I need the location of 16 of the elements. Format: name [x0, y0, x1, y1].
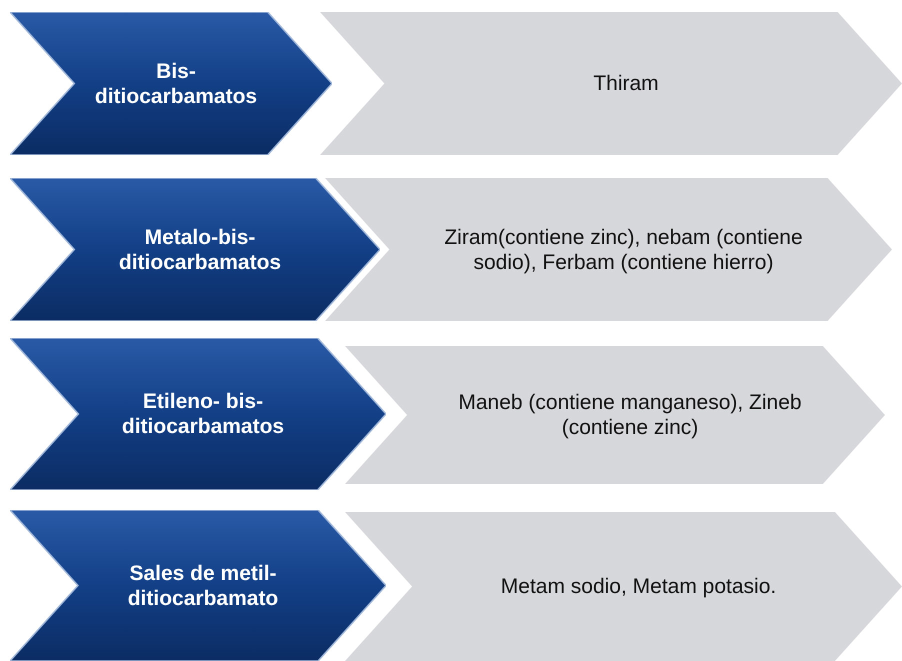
category-banner [10, 178, 380, 321]
category-label: Etileno- bis- ditiocarbamatos [120, 389, 286, 439]
examples-text: Thiram [593, 71, 659, 96]
category-label: Bis- ditiocarbamatos [94, 58, 258, 108]
examples-banner [320, 12, 902, 155]
category-label: Metalo-bis- ditiocarbamatos [118, 224, 282, 274]
examples-text: Maneb (contiene manganeso), Zineb (contiene zinc) [457, 390, 803, 440]
examples-text: Ziram(contiene zinc), nebam (contiene sodio), Ferbam (contiene hierro) [443, 224, 804, 274]
category-banner [10, 338, 386, 490]
category-banner [10, 12, 332, 155]
examples-banner [345, 512, 902, 661]
category-banner [10, 510, 386, 661]
category-label: Sales de metil- ditiocarbamato [126, 560, 280, 610]
examples-banner [325, 178, 892, 321]
examples-banner [345, 346, 885, 484]
examples-text: Metam sodio, Metam potasio. [500, 574, 776, 599]
